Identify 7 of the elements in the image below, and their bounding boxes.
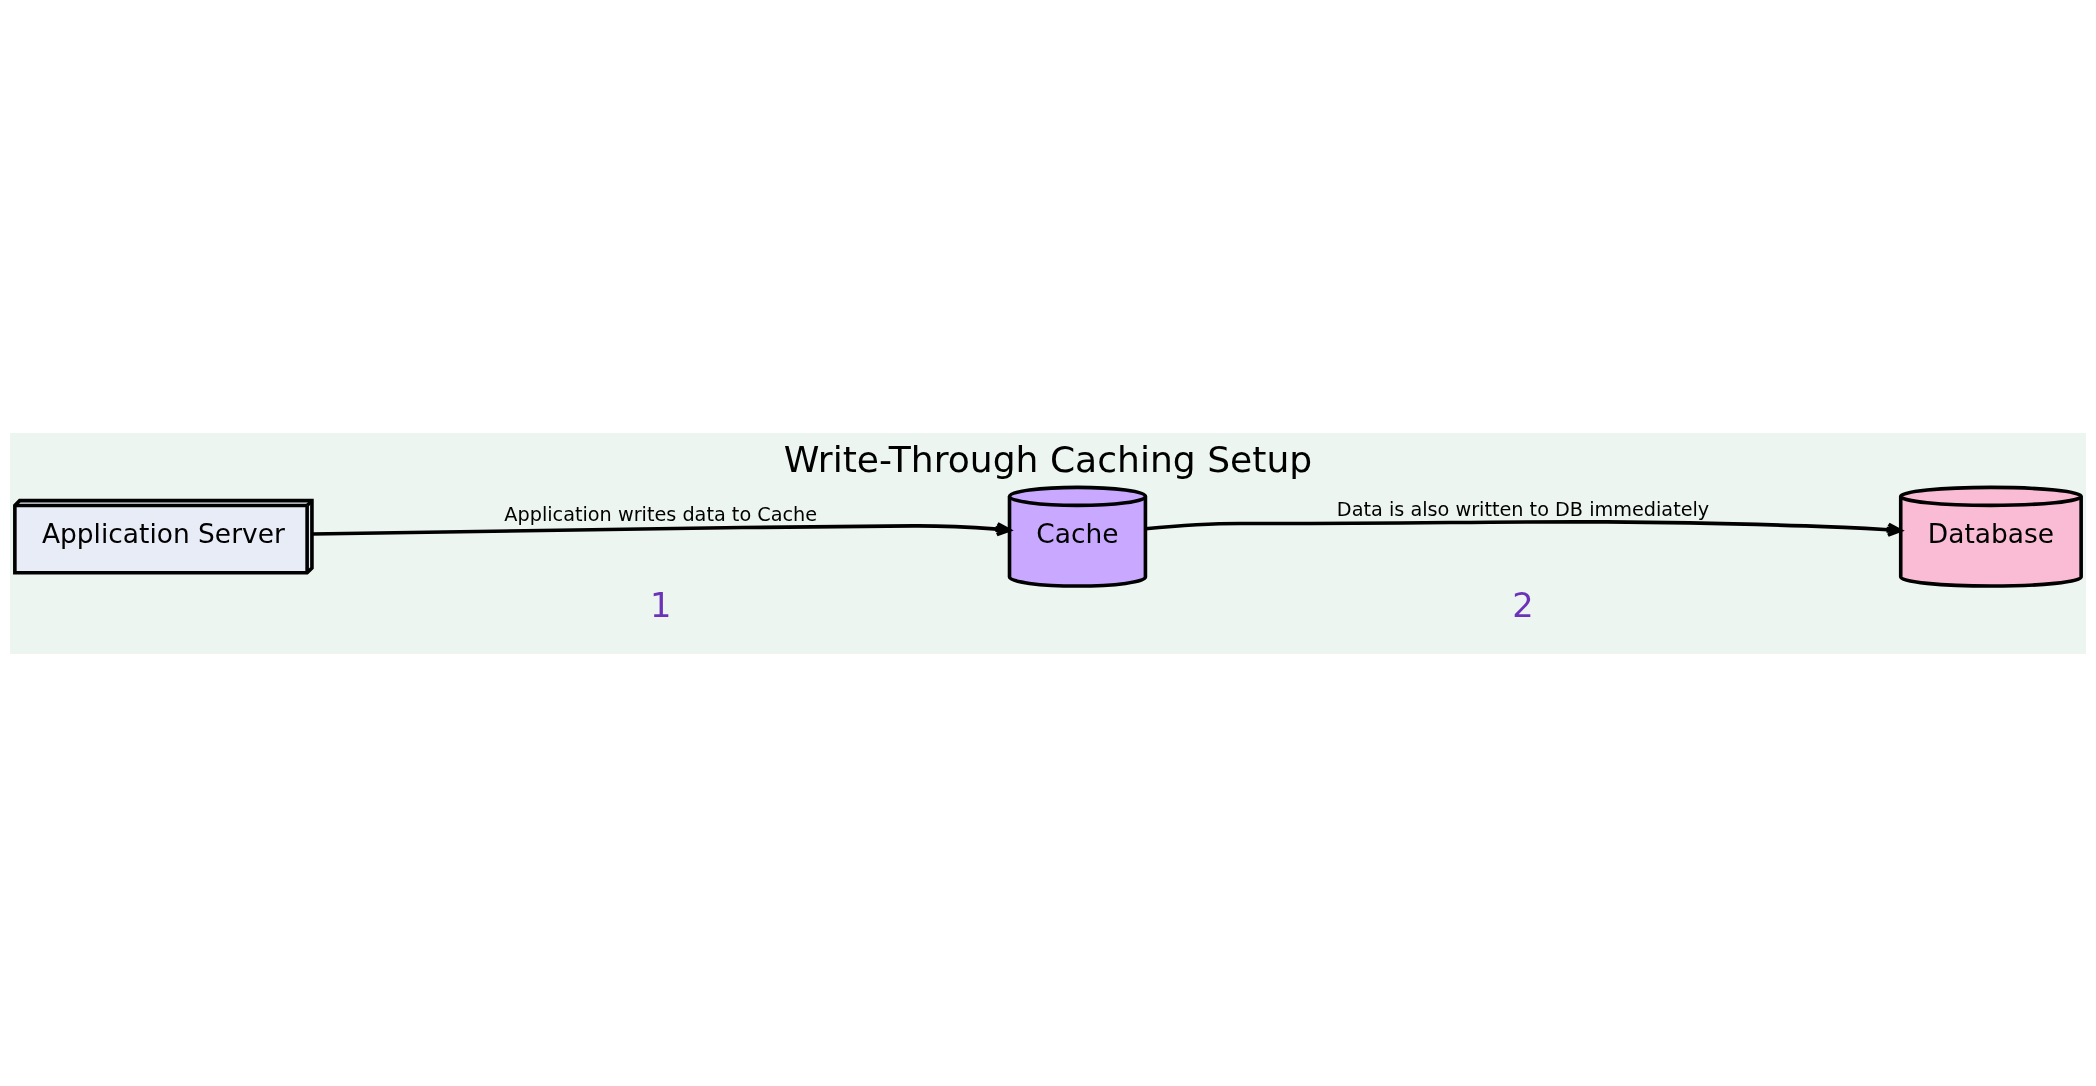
label: 1 — [650, 585, 672, 625]
diagram-title: Write-Through Caching Setup — [783, 437, 1313, 480]
label: 2 — [1512, 585, 1534, 625]
edge-label: Data is also written to DB immediately — [1336, 497, 1710, 521]
arrow — [1145, 519, 1903, 537]
arrow — [311, 521, 1012, 536]
edge-label: Application writes data to Cache — [504, 502, 818, 526]
